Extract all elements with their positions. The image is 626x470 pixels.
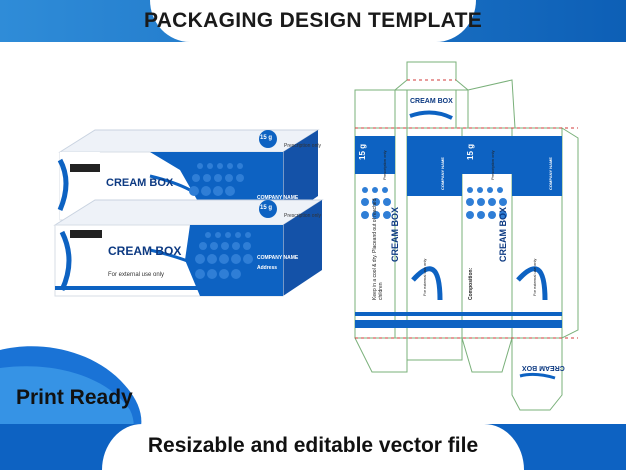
- footer-text: Resizable and editable vector file: [147, 434, 479, 457]
- print-ready-label: Print Ready: [16, 386, 133, 409]
- mockup-brand-front: CREAM BOX: [108, 244, 182, 258]
- dot-pattern-front: [195, 232, 253, 279]
- page-title: PACKAGING DESIGN TEMPLATE: [143, 9, 483, 32]
- dieline-company-left: COMPANY NAME: [440, 157, 445, 190]
- dieline-storage-text: Keep in a cool & dry. Placeand out of re…: [372, 198, 384, 300]
- mockup-prescription-back: Prescription only: [284, 143, 321, 149]
- mockup-weight-back: 15 g: [260, 135, 273, 141]
- dieline-back-brand: CREAM BOX: [498, 206, 508, 262]
- weight-badge-front: [259, 200, 277, 218]
- dieline-usage-left: For external use only: [422, 258, 427, 296]
- dieline-prescription-right: Prescription only: [490, 150, 495, 180]
- dieline-weight-left: 15 g: [358, 143, 367, 160]
- dieline-bottom-flap-brand: CREAM BOX: [522, 364, 565, 371]
- weight-badge-back: [259, 130, 277, 148]
- header-banner: PACKAGING DESIGN TEMPLATE: [0, 0, 626, 42]
- mockup-usage-text: For external use only: [108, 272, 165, 278]
- mockup-company-front: COMPANY NAME: [257, 255, 299, 261]
- mockup-address-front: Address: [257, 265, 278, 271]
- mockup-prescription-front: Prescription only: [284, 213, 321, 219]
- dieline-usage-right: For external use only: [532, 258, 537, 296]
- dieline-composition: Composition:: [468, 267, 474, 300]
- mockup-company-back: COMPANY NAME: [257, 195, 299, 201]
- mockup-brand-back: CREAM BOX: [106, 177, 174, 189]
- dieline-prescription-left: Prescription only: [382, 150, 387, 180]
- footer-banner: Resizable and editable vector file: [0, 424, 626, 470]
- mockup-weight-front: 15 g: [260, 205, 273, 211]
- dieline-front-brand: CREAM BOX: [390, 206, 400, 262]
- dieline-weight-right: 15 g: [466, 143, 475, 160]
- dot-pattern-back: [189, 163, 244, 196]
- dieline-top-flap-brand: CREAM BOX: [410, 98, 453, 105]
- dieline-company-right: COMPANY NAME: [548, 157, 553, 190]
